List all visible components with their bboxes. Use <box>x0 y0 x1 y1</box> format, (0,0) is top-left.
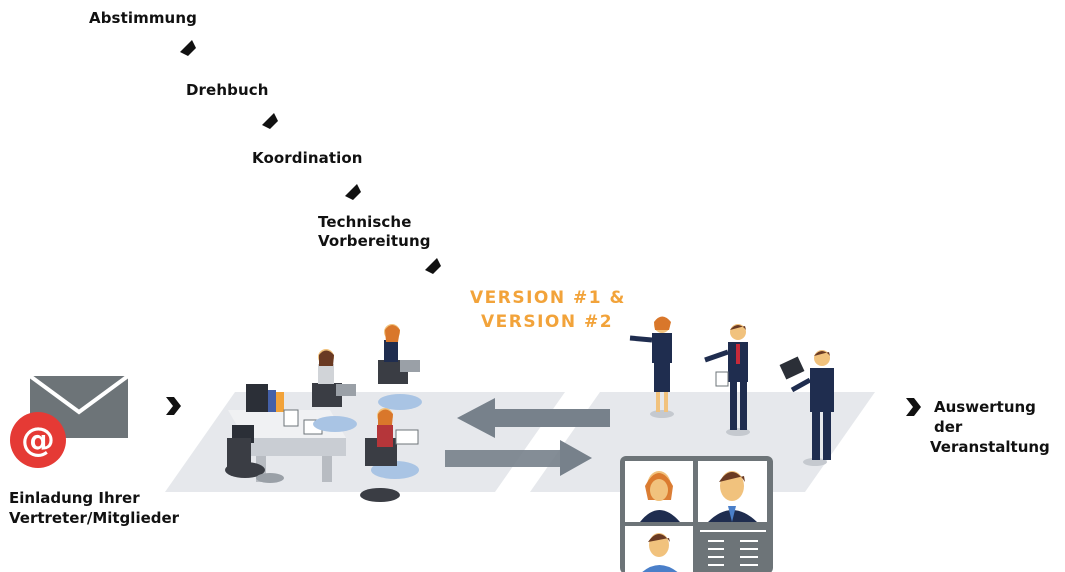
invitation-line2: Vertreter/Mitglieder <box>9 509 180 527</box>
presenter-tablet-man <box>779 350 834 466</box>
invitation-label: Einladung Ihrer Vertreter/Mitglieder <box>9 488 179 528</box>
step-koordination: Koordination <box>252 149 363 167</box>
evaluation-line2: Veranstaltung <box>930 438 1050 456</box>
step-technische-vorbereitung: Technische Vorbereitung <box>318 213 431 251</box>
at-sign-icon <box>10 412 66 468</box>
seated-person-1 <box>378 324 422 410</box>
step-arrow-icon <box>180 40 196 56</box>
presenter-man <box>704 324 750 436</box>
office-desk-group <box>225 384 346 483</box>
call-participant-woman <box>640 471 680 522</box>
step-arrow-icon <box>262 113 278 129</box>
call-participant-boy <box>642 533 678 572</box>
step-arrow-icon <box>425 258 441 274</box>
step-abstimmung: Abstimmung <box>89 9 197 27</box>
invitation-line1: Einladung Ihrer <box>9 489 140 507</box>
arrow-back-icon <box>457 398 610 438</box>
step-technische-line2: Vorbereitung <box>318 232 431 250</box>
chevron-right-icon <box>166 397 181 415</box>
step-drehbuch: Drehbuch <box>186 81 269 99</box>
chevron-right-icon <box>906 398 921 416</box>
evaluation-label: Auswertung der Veranstaltung <box>930 397 1065 457</box>
floor-right <box>530 392 875 492</box>
step-arrow-icon <box>345 184 361 200</box>
at-sign-label: @ <box>21 420 55 460</box>
version-line1: VERSION #1 & <box>470 288 626 308</box>
arrow-forward-icon <box>445 440 592 476</box>
call-participant-man <box>708 471 757 522</box>
presenter-woman <box>629 316 674 418</box>
call-document-icon <box>700 530 766 566</box>
seated-person-2 <box>312 349 357 432</box>
version-label: VERSION #1 & VERSION #2 <box>470 286 626 334</box>
step-technische-line1: Technische <box>318 213 412 231</box>
seated-person-3 <box>360 408 419 502</box>
version-line2: VERSION #2 <box>481 312 614 332</box>
evaluation-line1: Auswertung der <box>934 398 1036 436</box>
